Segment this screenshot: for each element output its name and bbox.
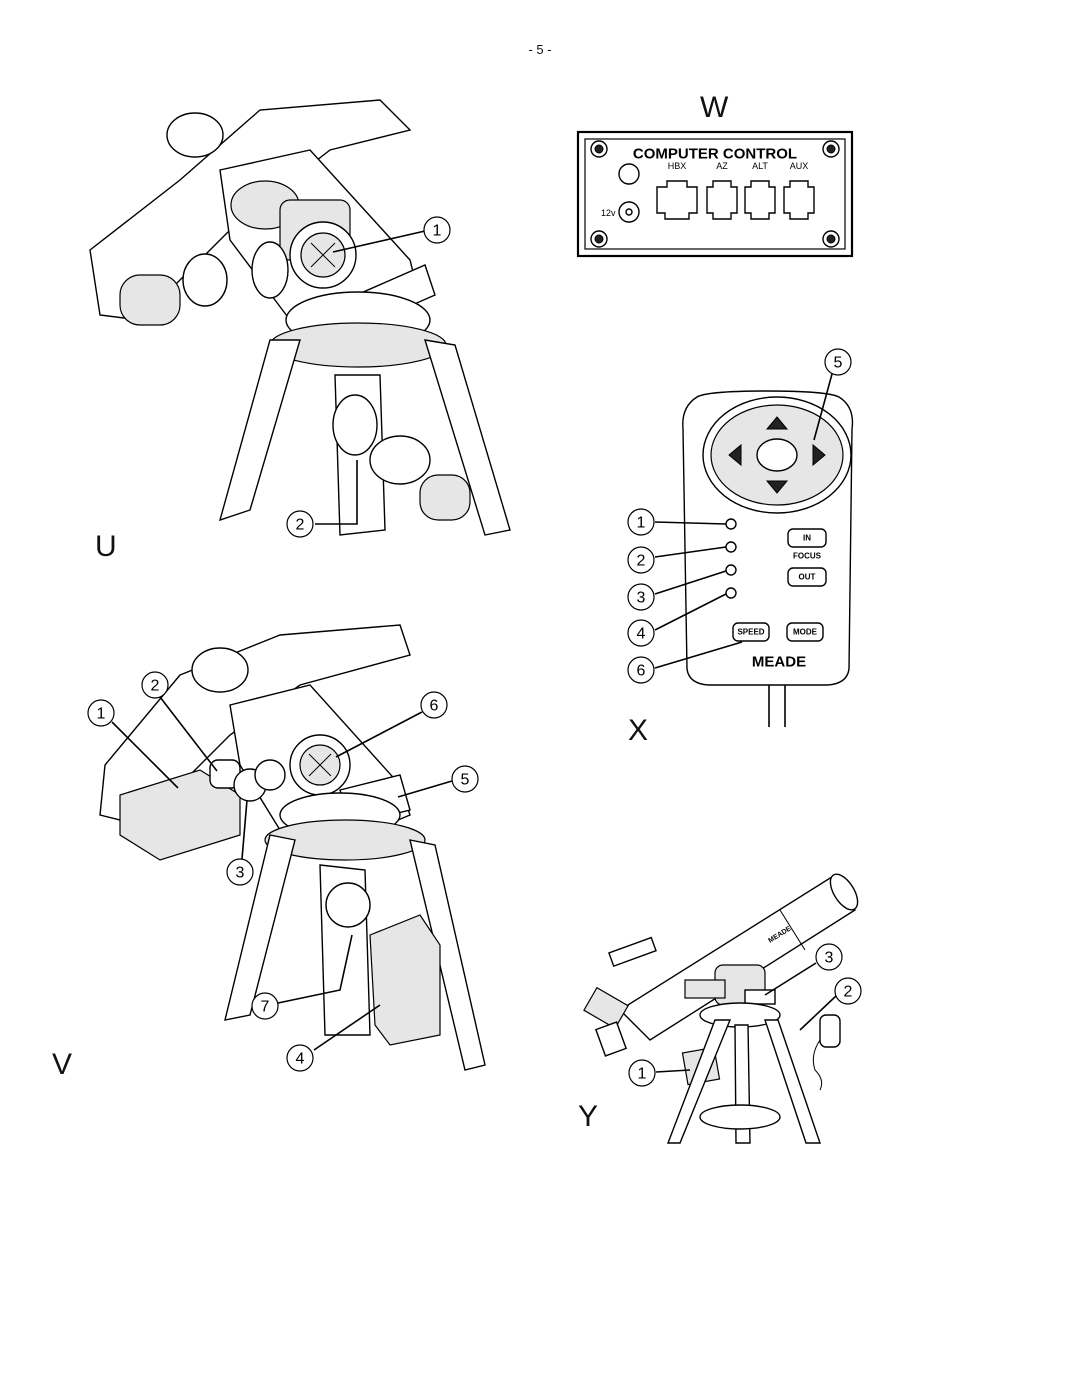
page-number: - 5 -: [528, 42, 552, 57]
speed-button: [732, 622, 770, 642]
arrow-right-icon: [812, 443, 826, 467]
led-4-icon: [725, 587, 737, 599]
hand-controller: IN FOCUS OUT SPEED MODE MEADE: [682, 390, 854, 727]
panel-screw-icon: [590, 140, 840, 248]
led-1-icon: [725, 518, 737, 530]
svg-text:3: 3: [637, 590, 646, 607]
arrow-down-icon: [765, 480, 789, 494]
brand-logo: MEADE: [752, 654, 806, 671]
figure-x-callout-5: 5: [824, 348, 852, 376]
power-led-icon: [618, 163, 640, 185]
figure-y-illustration: MEADE: [583, 873, 859, 1144]
in-button: [787, 528, 827, 548]
figure-w-label: W: [700, 91, 729, 124]
arrow-up-icon: [765, 416, 789, 430]
port-az-icon: [706, 180, 738, 220]
mode-button: [786, 622, 824, 642]
focus-label: FOCUS: [793, 552, 822, 561]
panel-title: COMPUTER CONTROL: [633, 146, 797, 163]
svg-text:MODE: MODE: [793, 628, 818, 637]
svg-text:5: 5: [834, 355, 843, 372]
port-label-aux: AUX: [790, 161, 809, 171]
port-hbx-icon: [656, 180, 698, 220]
port-label-hbx: HBX: [668, 161, 687, 171]
svg-text:2: 2: [637, 553, 646, 570]
port-aux-icon: [783, 180, 815, 220]
figure-x-callout-2: 2: [627, 546, 655, 574]
led-2-icon: [725, 541, 737, 553]
svg-text:SPEED: SPEED: [737, 628, 764, 637]
figure-x-callout-4: 4: [627, 619, 655, 647]
port-label-alt: ALT: [752, 161, 768, 171]
port-alt-icon: [744, 180, 776, 220]
led-3-icon: [725, 564, 737, 576]
svg-text:6: 6: [637, 663, 646, 680]
figure-x-callout-1: 1: [627, 508, 655, 536]
svg-text:OUT: OUT: [799, 573, 816, 582]
svg-text:4: 4: [637, 626, 646, 643]
figure-u-illustration: [89, 99, 511, 536]
figure-x-label: X: [628, 714, 649, 747]
figure-y-label: Y: [578, 1100, 599, 1133]
power-label: 12v: [601, 208, 616, 218]
figure-v-illustration: [99, 624, 486, 1071]
svg-text:1: 1: [637, 515, 646, 532]
figure-v-label: V: [52, 1048, 73, 1081]
port-label-az: AZ: [716, 161, 728, 171]
computer-control-panel: COMPUTER CONTROL 12v HBX AZ ALT AUX: [576, 130, 854, 258]
arrow-left-icon: [728, 443, 742, 467]
figure-x-callout-3: 3: [627, 583, 655, 611]
svg-text:IN: IN: [803, 534, 811, 543]
out-button: [787, 567, 827, 587]
figure-x-callout-6: 6: [627, 656, 655, 684]
figure-u-label: U: [95, 530, 117, 563]
